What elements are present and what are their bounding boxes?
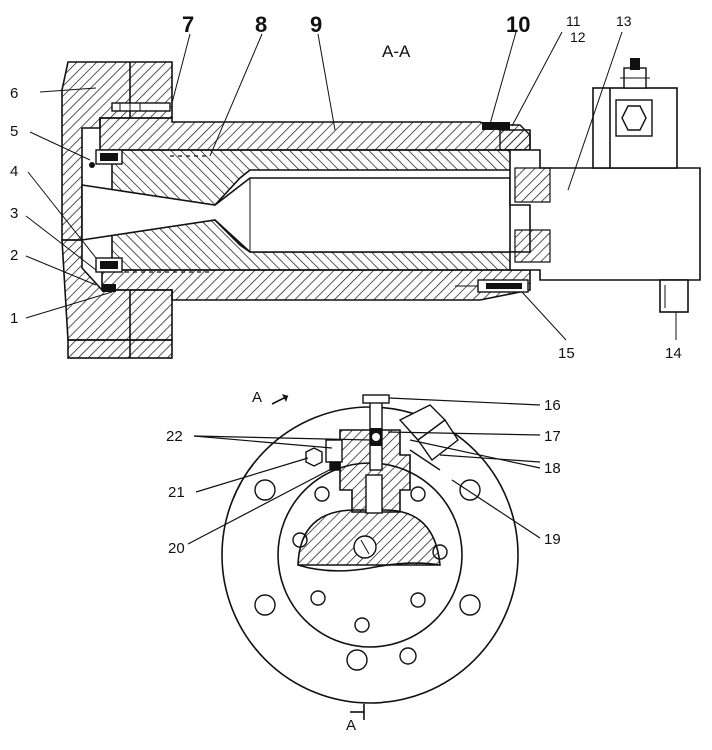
callout-1: 1 (10, 310, 18, 327)
shaft-14 (659, 279, 689, 313)
callout-13: 13 (616, 13, 632, 29)
callout-3: 3 (10, 205, 18, 222)
callout-labels: A-A 6 5 4 3 2 1 7 8 9 10 11 12 13 15 14 … (10, 12, 682, 734)
callout-21: 21 (168, 484, 185, 501)
callout-17: 17 (544, 428, 561, 445)
section-title: A-A (382, 42, 411, 61)
callout-14: 14 (665, 345, 682, 362)
front-view (187, 394, 541, 720)
outer-barrel-top (99, 117, 531, 151)
callout-10: 10 (506, 12, 530, 37)
section-marker-bottom: A (346, 717, 356, 734)
callout-6: 6 (10, 85, 18, 102)
leader-lines (25, 31, 677, 341)
callout-18: 18 (544, 460, 561, 477)
wiper-seal (499, 124, 531, 151)
callout-15: 15 (558, 345, 575, 362)
callout-4: 4 (10, 163, 18, 180)
callout-16: 16 (544, 397, 561, 414)
callout-11: 11 (566, 13, 581, 29)
callout-12: 12 (570, 29, 586, 45)
section-marker-top: A (252, 389, 262, 406)
fitting-right (398, 404, 459, 471)
callout-19: 19 (544, 531, 561, 548)
callout-9: 9 (310, 12, 322, 37)
bolt-7 (111, 102, 171, 112)
valve-body (339, 429, 411, 513)
leader-lines-front (187, 397, 541, 545)
callout-22: 22 (166, 428, 183, 445)
callout-20: 20 (168, 540, 185, 557)
flange-foot (67, 339, 173, 359)
callout-8: 8 (255, 12, 267, 37)
callout-7: 7 (182, 12, 194, 37)
fitting-left (305, 439, 343, 471)
section-view (25, 31, 701, 359)
callout-2: 2 (10, 247, 18, 264)
callout-5: 5 (10, 123, 18, 140)
